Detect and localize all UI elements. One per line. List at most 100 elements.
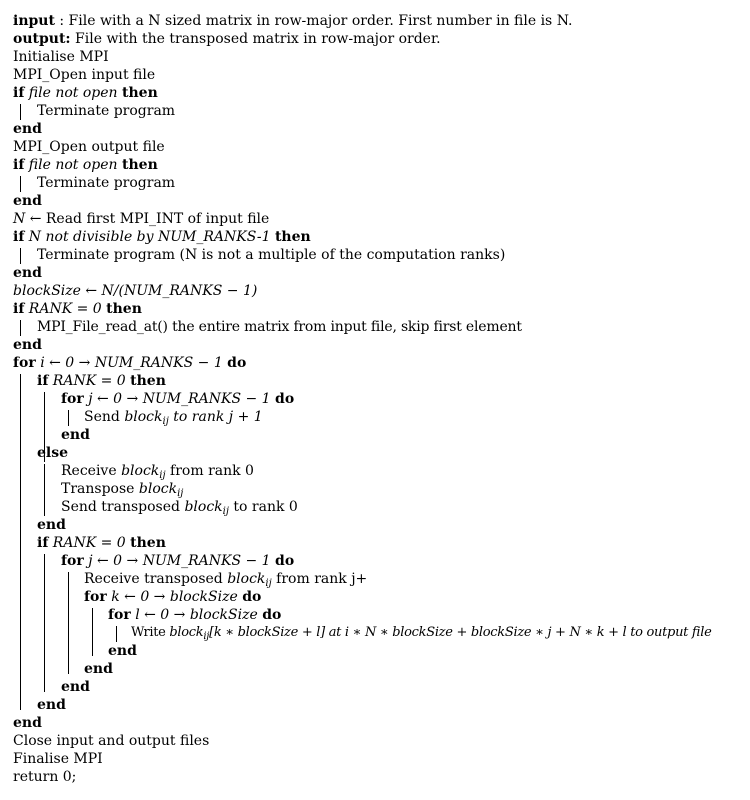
send-block-line: Send blockij to rank j + 1 (13, 408, 743, 427)
algorithm-listing: input : File with a N sized matrix in ro… (13, 12, 743, 786)
end-if-rank0-read-line: end (13, 337, 42, 353)
for-keyword: for (108, 607, 131, 623)
terminate-input-line: Terminate program (13, 102, 743, 120)
if-keyword: if (13, 85, 25, 101)
block-bar-if-divisible (20, 248, 21, 264)
send-transposed-line: Send transposed blockij to rank 0 (13, 498, 743, 517)
receive-transposed-text: Receive transposed (84, 571, 228, 587)
if-rank0-read-line: if RANK = 0 then (13, 300, 743, 318)
block-subscript: ij (159, 470, 166, 481)
receive-transposed-line: Receive transposed blockij from rank j+ (13, 570, 743, 589)
if-not-divisible-line: if N not divisible by NUM_RANKS-1 then (13, 228, 743, 246)
for-j-write-line: for j ← 0 → NUM_RANKS − 1 do (13, 552, 743, 570)
for-k-range: k ← 0 → blockSize (106, 589, 243, 605)
send-transposed-target: to rank 0 (228, 499, 298, 515)
read-first-text: ← Read first MPI_INT of input file (25, 211, 270, 227)
for-k-line: for k ← 0 → blockSize do (13, 588, 743, 606)
receive-block-line: Receive blockij from rank 0 (13, 462, 743, 481)
block-bar-if-rank0-read (20, 320, 21, 336)
for-l-line: for l ← 0 → blockSize do (13, 606, 743, 624)
statement: Terminate program (37, 175, 176, 191)
return-line: return 0; (13, 769, 77, 785)
transpose-block-line: Transpose blockij (13, 480, 743, 499)
block-bar-if-output (20, 176, 21, 192)
if-keyword: if (37, 373, 49, 389)
blocksize-assign-line: blockSize ← N/(NUM_RANKS − 1) (13, 282, 743, 300)
end-for-j-write-line: end (61, 679, 90, 695)
statement: Terminate program (37, 103, 176, 119)
init-mpi-line: Initialise MPI (13, 49, 109, 65)
condition: file not open (28, 85, 118, 101)
block-subscript: ij (162, 416, 169, 427)
finalise-mpi-line: Finalise MPI (13, 751, 103, 767)
if-keyword: if (13, 301, 25, 317)
write-text: Write (131, 625, 170, 640)
write-line: Write blockij[k ∗ blockSize + l] at i ∗ … (13, 624, 743, 642)
open-output-line: MPI_Open output file (13, 139, 165, 155)
condition: N not divisible by NUM_RANKS-1 (28, 229, 271, 245)
block-var: block (124, 409, 163, 425)
n-variable: N (13, 211, 26, 227)
block-subscript: ij (177, 488, 184, 499)
input-description: : File with a N sized matrix in row-majo… (54, 13, 573, 29)
block-bar-for-i (20, 374, 21, 710)
for-j-range: j ← 0 → NUM_RANKS − 1 (83, 553, 276, 569)
end-for-i-line: end (13, 715, 42, 731)
then-keyword: then (130, 373, 166, 389)
input-line: input : File with a N sized matrix in ro… (13, 12, 743, 30)
if-keyword: if (37, 535, 49, 551)
condition: file not open (28, 157, 118, 173)
for-keyword: for (84, 589, 107, 605)
else-line: else (37, 445, 69, 461)
if-rank0-write-line: if RANK = 0 then (13, 534, 743, 552)
for-keyword: for (61, 553, 84, 569)
end-if-rank0-write-line: end (37, 697, 66, 713)
end-if-output-line: end (13, 193, 42, 209)
write-expression: [k ∗ blockSize + l] at i ∗ N ∗ blockSize… (209, 625, 712, 640)
if-keyword: if (13, 157, 25, 173)
for-i-range: i ← 0 → NUM_RANKS − 1 (35, 355, 228, 371)
condition: RANK = 0 (28, 301, 102, 317)
statement: MPI_File_read_at() the entire matrix fro… (37, 319, 522, 335)
send-text: Send (84, 409, 125, 425)
close-files-line: Close input and output files (13, 733, 210, 749)
read-n-line: N ← Read first MPI_INT of input file (13, 210, 743, 228)
transpose-text: Transpose (61, 481, 139, 497)
end-if-divisible-line: end (13, 265, 42, 281)
then-keyword: then (130, 535, 166, 551)
do-keyword: do (242, 589, 262, 605)
block-bar-for-j-send (68, 410, 69, 426)
file-read-at-line: MPI_File_read_at() the entire matrix fro… (13, 318, 743, 336)
for-keyword: for (61, 391, 84, 407)
blocksize-variable: blockSize (13, 283, 81, 299)
then-keyword: then (274, 229, 311, 245)
do-keyword: do (275, 553, 295, 569)
block-var: block (138, 481, 178, 497)
send-target: to rank j + 1 (168, 409, 263, 425)
if-rank0-send-line: if RANK = 0 then (13, 372, 743, 390)
then-keyword: then (122, 157, 158, 173)
for-keyword: for (13, 355, 36, 371)
receive-source: from rank 0 (165, 463, 254, 479)
receive-transposed-source: from rank j+ (271, 571, 368, 587)
block-bar-if-rank0-send (44, 392, 45, 462)
terminate-not-multiple-line: Terminate program (N is not a multiple o… (13, 246, 743, 264)
output-description: File with the transposed matrix in row-m… (70, 31, 441, 47)
terminate-output-line: Terminate program (13, 174, 743, 192)
block-bar-for-l (116, 626, 117, 642)
do-keyword: do (275, 391, 295, 407)
then-keyword: then (122, 85, 158, 101)
block-bar-if-input (20, 104, 21, 120)
block-bar-for-j-write (68, 572, 69, 674)
for-l-range: l ← 0 → blockSize (130, 607, 263, 623)
block-var: block (227, 571, 266, 587)
if-output-not-open-line: if file not open then (13, 156, 743, 174)
block-var: block (169, 625, 204, 640)
output-line: output: File with the transposed matrix … (13, 30, 743, 48)
for-j-range: j ← 0 → NUM_RANKS − 1 (83, 391, 276, 407)
end-for-l-line: end (108, 643, 137, 659)
if-keyword: if (13, 229, 25, 245)
end-for-k-line: end (84, 661, 113, 677)
statement: Terminate program (N is not a multiple o… (37, 247, 506, 263)
block-subscript: ij (222, 506, 229, 517)
